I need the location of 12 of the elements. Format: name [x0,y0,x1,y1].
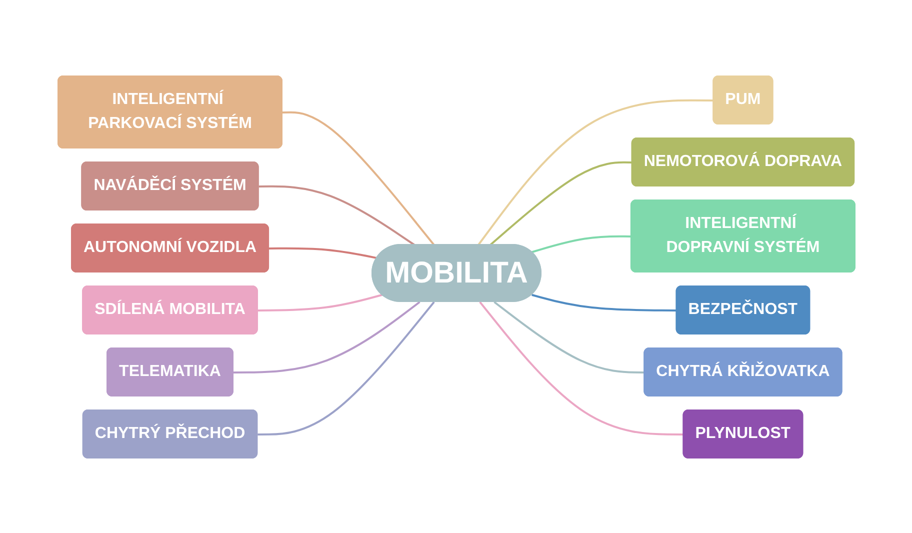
connector [232,300,420,373]
connector [489,160,632,246]
connector [268,246,377,259]
connector [282,110,434,246]
connector [258,184,415,246]
connector [493,300,644,373]
connector [257,293,382,311]
connector [257,300,434,435]
connector [478,300,684,435]
connector [531,293,676,311]
connector [477,98,714,246]
connector [531,234,631,253]
